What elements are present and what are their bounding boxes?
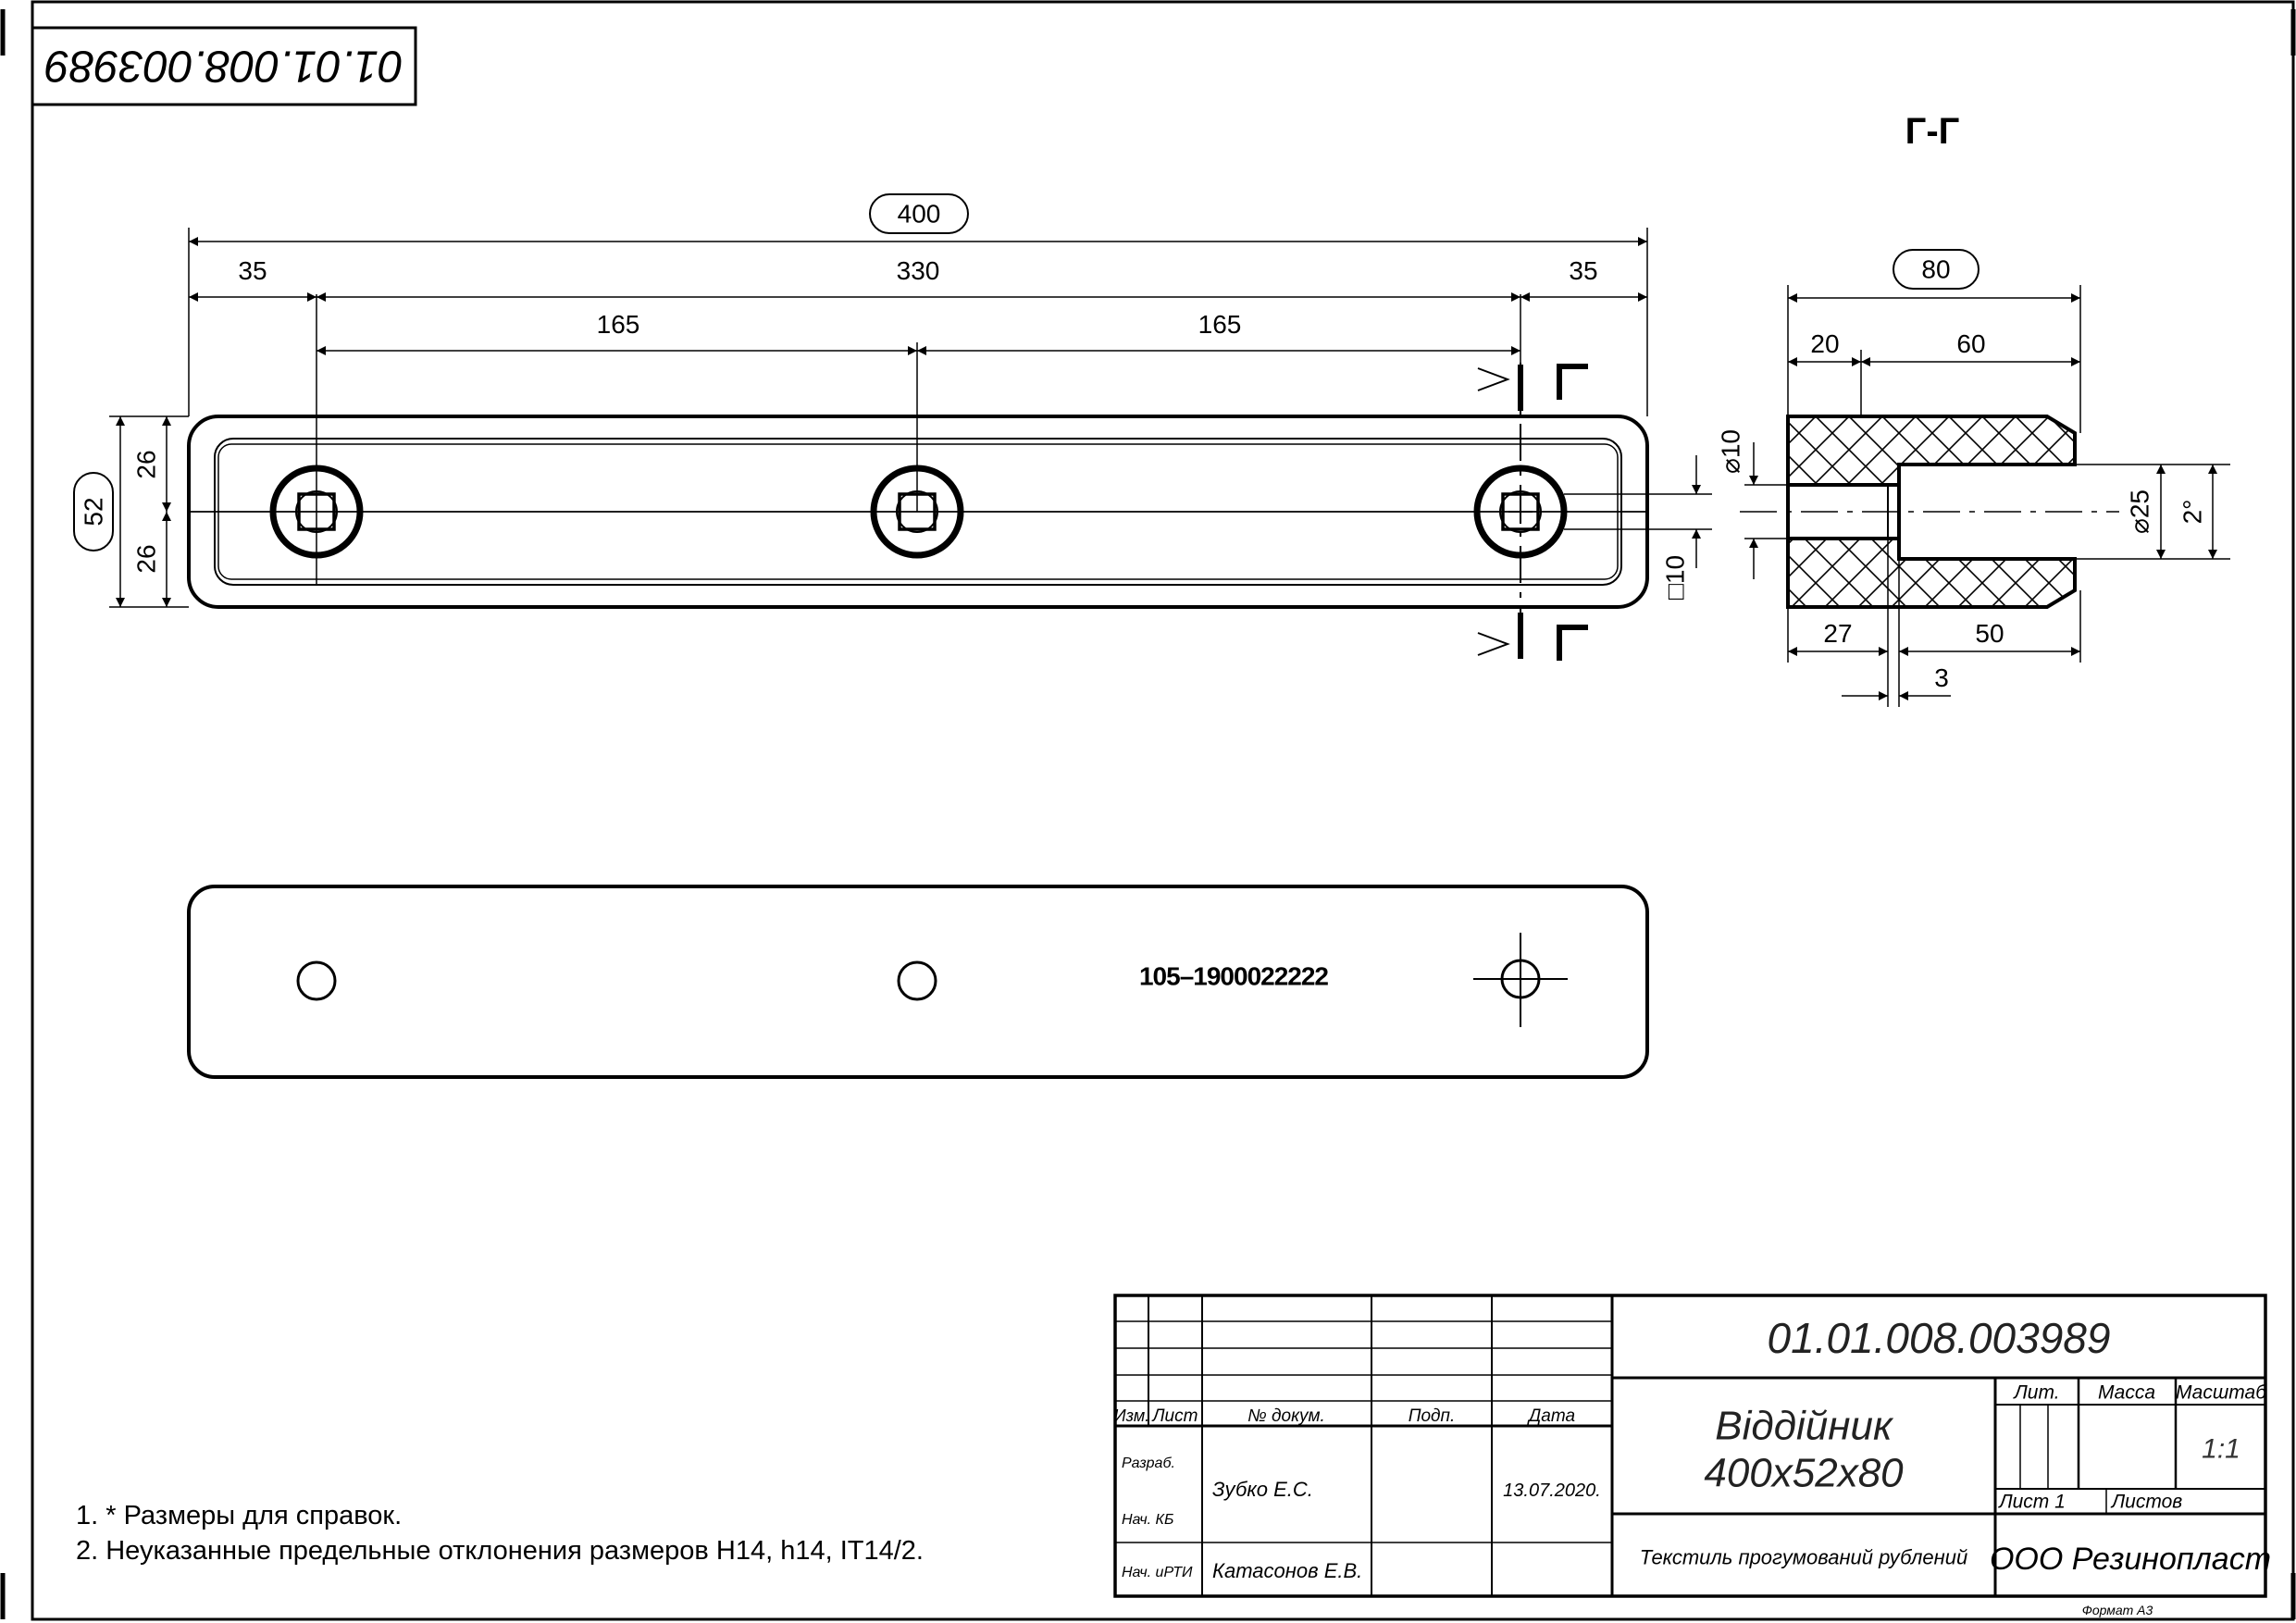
dim-height-top: 26 — [132, 450, 161, 478]
section-view — [1740, 415, 2119, 609]
stamp-company: ООО Резинопласт — [1990, 1542, 2271, 1577]
dim-taper: 2° — [2178, 500, 2207, 525]
stamp-col-sign: Подп. — [1409, 1406, 1456, 1426]
stamp-material: Текстиль прогумований рублений — [1640, 1546, 1968, 1569]
dim-depth-27: 27 — [1823, 619, 1852, 648]
rotated-code-box: 01.01.008.003989 — [31, 26, 417, 106]
stamp-col-docnum: № докум. — [1247, 1406, 1325, 1426]
stamp-scale: 1:1 — [2202, 1434, 2240, 1465]
section-marker-bottom — [1557, 625, 1588, 661]
note-1: 1. * Размеры для справок. — [76, 1501, 402, 1530]
stamp-col-scale: Масштаб — [2176, 1382, 2267, 1404]
dim-half-right: 165 — [1198, 310, 1242, 339]
stamp-razrab-name: Зубко Е.С. — [1212, 1478, 1313, 1501]
dim-section-20: 20 — [1810, 329, 1839, 358]
dim-half-left: 165 — [597, 310, 640, 339]
stamp-row-nach-kb: Нач. КБ — [1122, 1512, 1173, 1528]
bolt-hole-left — [269, 465, 364, 559]
dim-height-bottom: 26 — [132, 544, 161, 573]
front-view — [187, 294, 1649, 609]
rotated-code: 01.01.008.003989 — [44, 42, 403, 91]
section-marker-top — [1557, 364, 1588, 400]
sheet-border — [31, 0, 2295, 1621]
dim-section-60: 60 — [1956, 329, 1985, 358]
stamp-urti-name: Катасонов Е.В. — [1212, 1559, 1362, 1582]
section-width-pill — [1893, 249, 1980, 290]
bolt-hole-center — [870, 465, 964, 559]
dim-gap-3: 3 — [1934, 663, 1949, 692]
dim-height-total: 52 — [80, 497, 108, 526]
dim-hole-dia: ⌀10 — [1717, 429, 1745, 474]
dim-edge-left: 35 — [238, 256, 267, 285]
stamp-sheets: Листов — [2110, 1492, 2183, 1513]
dim-overall-length: 400 — [898, 200, 941, 229]
stamp-col-date: Дата — [1527, 1406, 1575, 1426]
dim-section-width: 80 — [1921, 255, 1950, 284]
stamp-title-line2: 400х52х80 — [1704, 1451, 1904, 1496]
dim-square: □10 — [1661, 555, 1690, 600]
stamp-sheet: Лист 1 — [1997, 1492, 2066, 1513]
stamp-col-list: Лист — [1151, 1406, 1198, 1426]
stamp-row-nach-urti: Нач. иРТИ — [1122, 1565, 1193, 1580]
part-marking: 105–1900022222 — [1139, 962, 1328, 991]
stamp-format: Формат А3 — [2082, 1603, 2153, 1617]
section-label: Г-Г — [1905, 111, 1960, 152]
stamp-col-lit: Лит. — [2012, 1382, 2059, 1404]
stamp-col-izm: Изм. — [1114, 1406, 1149, 1425]
dim-center-span: 330 — [897, 256, 940, 285]
stamp-col-mass: Масса — [2098, 1382, 2155, 1404]
stamp-date: 13.07.2020. — [1503, 1481, 1601, 1501]
overall-length-pill — [869, 193, 969, 234]
height-pill — [73, 472, 114, 551]
dim-depth-50: 50 — [1975, 619, 2004, 648]
bottom-view — [187, 885, 1649, 1079]
dim-edge-right: 35 — [1569, 256, 1597, 285]
stamp-code: 01.01.008.003989 — [1768, 1314, 2111, 1362]
title-block — [1113, 1294, 2267, 1598]
corner-ticks — [0, 9, 2296, 1619]
stamp-row-razrab: Разраб. — [1122, 1456, 1175, 1471]
dim-bore-dia: ⌀25 — [2126, 489, 2154, 534]
front-dimension-lines — [109, 228, 1712, 608]
stamp-title-line1: Віддійник — [1715, 1404, 1894, 1449]
note-2: 2. Неуказанные предельные отклонения раз… — [76, 1536, 924, 1566]
section-dimension-lines — [1744, 285, 2230, 707]
section-cut-line — [1477, 363, 1523, 659]
